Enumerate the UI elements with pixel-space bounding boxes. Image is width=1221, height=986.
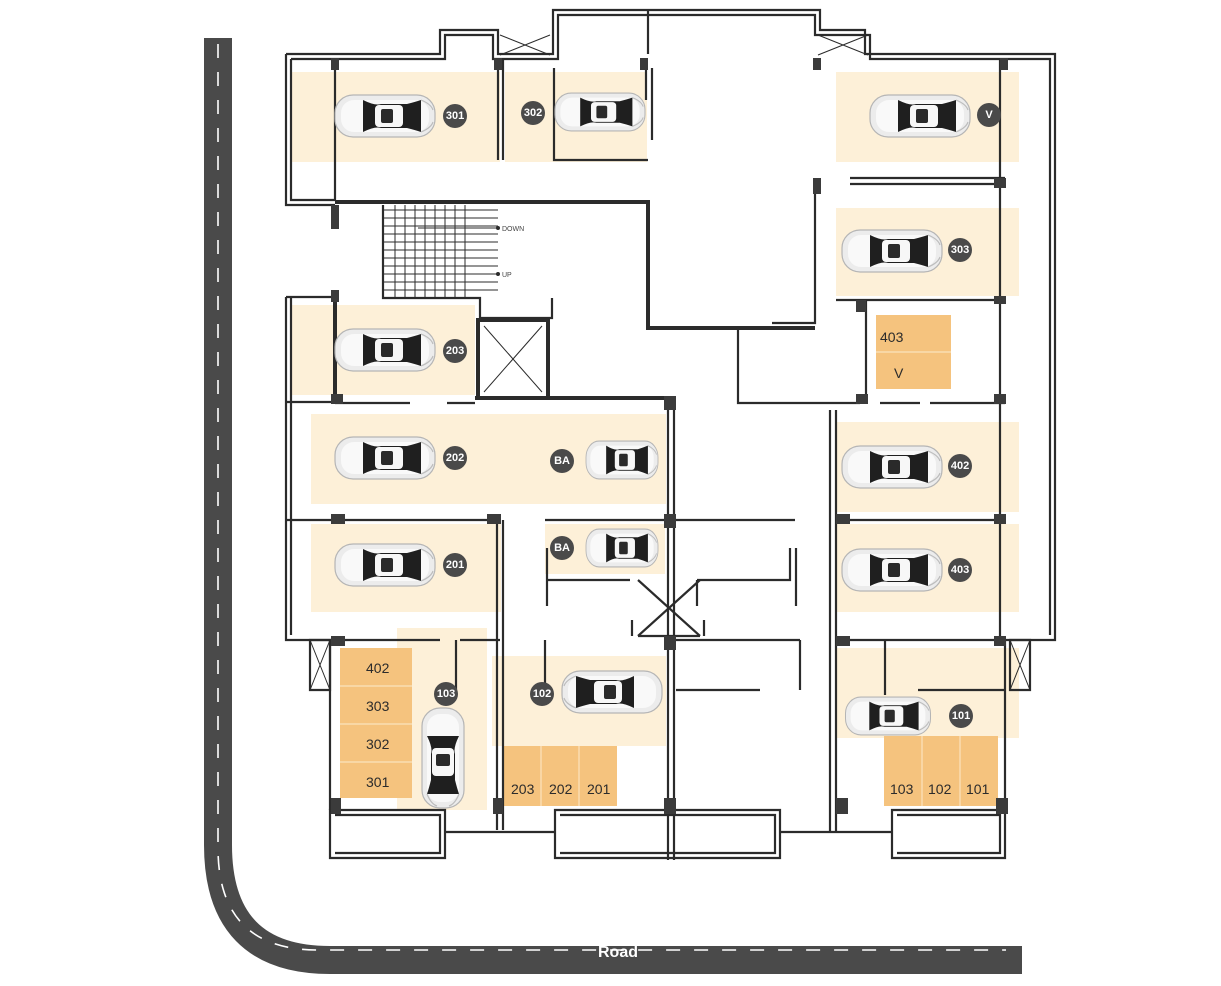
svg-text:BA: BA: [554, 455, 570, 467]
staircase: [383, 205, 500, 298]
svg-text:402: 402: [951, 460, 969, 472]
svg-text:403: 403: [951, 564, 969, 576]
badge-ba-1: BA: [550, 449, 574, 473]
car-302: [554, 92, 646, 132]
car-203: [334, 328, 436, 372]
car-202: [334, 436, 436, 480]
store-label-301: 301: [366, 774, 390, 790]
svg-text:201: 201: [446, 559, 464, 571]
car-ba-2: [585, 528, 659, 568]
svg-text:103: 103: [437, 688, 455, 700]
store-label-203: 203: [511, 781, 535, 797]
svg-text:V: V: [985, 109, 993, 121]
store-label-402: 402: [366, 660, 390, 676]
car-ba-1: [585, 440, 659, 480]
store-label-101: 101: [966, 781, 990, 797]
columns: [331, 58, 1008, 814]
car-403: [841, 548, 943, 592]
badge-103: 103: [434, 682, 458, 706]
svg-text:101: 101: [952, 710, 970, 722]
svg-text:202: 202: [446, 452, 464, 464]
road-label: Road: [598, 944, 638, 961]
badge-202: 202: [443, 446, 467, 470]
store-labels: 403 V 402 303 302 301 203 202 201 103 10…: [366, 329, 990, 797]
car-301: [334, 94, 436, 138]
car-402: [841, 445, 943, 489]
badge-302: 302: [521, 101, 545, 125]
car-201: [334, 543, 436, 587]
badge-203: 203: [443, 339, 467, 363]
svg-text:BA: BA: [554, 542, 570, 554]
store-label-303: 303: [366, 698, 390, 714]
badge-v: V: [977, 103, 1001, 127]
car-v: [869, 94, 971, 138]
badge-303: 303: [948, 238, 972, 262]
store-label-302: 302: [366, 736, 390, 752]
badge-403: 403: [948, 558, 972, 582]
road: [204, 38, 1022, 974]
store-label-403: 403: [880, 329, 904, 345]
store-label-v: V: [894, 365, 904, 381]
parking-badges: 301 302 V 303 203 202 BA 402 201 BA 403 …: [434, 101, 1001, 728]
badge-402: 402: [948, 454, 972, 478]
car-102: [561, 670, 663, 714]
badge-201: 201: [443, 553, 467, 577]
svg-text:302: 302: [524, 107, 542, 119]
badge-301: 301: [443, 104, 467, 128]
lift-shaft: [476, 318, 550, 400]
svg-text:303: 303: [951, 244, 969, 256]
badge-ba-2: BA: [550, 536, 574, 560]
badge-101: 101: [949, 704, 973, 728]
store-label-201: 201: [587, 781, 611, 797]
car-103: [421, 707, 465, 809]
stairs-down-label: DOWN: [502, 226, 524, 233]
store-label-102: 102: [928, 781, 952, 797]
svg-text:301: 301: [446, 110, 464, 122]
car-101: [844, 696, 932, 736]
store-label-103: 103: [890, 781, 914, 797]
store-rooms: [340, 315, 998, 806]
store-label-202: 202: [549, 781, 573, 797]
svg-text:203: 203: [446, 345, 464, 357]
badge-102: 102: [530, 682, 554, 706]
stairs-up-label: UP: [502, 272, 512, 279]
svg-text:102: 102: [533, 688, 551, 700]
walls: DOWN UP: [284, 8, 1057, 860]
car-303: [841, 229, 943, 273]
